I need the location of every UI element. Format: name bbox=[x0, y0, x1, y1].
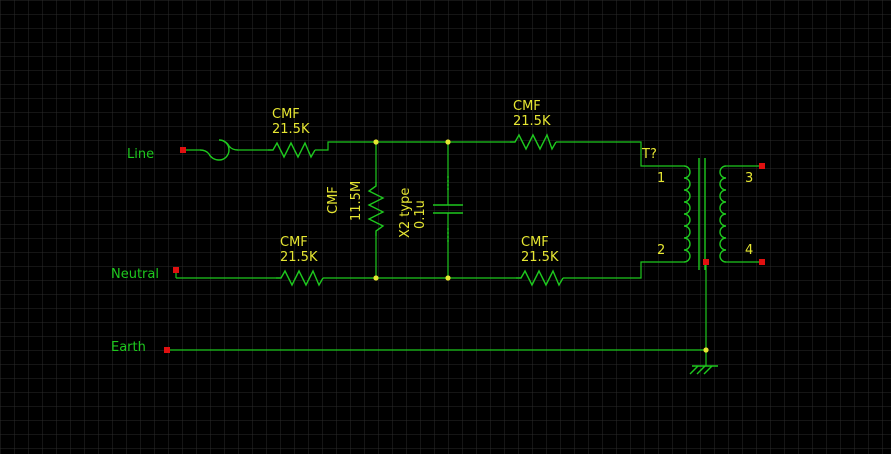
junction-dot bbox=[703, 347, 709, 353]
transformer-pin1: 1 bbox=[657, 171, 665, 186]
junction-dot bbox=[445, 275, 451, 281]
port-pin3[interactable] bbox=[759, 163, 765, 169]
transformer[interactable] bbox=[655, 158, 727, 270]
transformer-primary-coil bbox=[683, 165, 691, 263]
r-shunt-type: CMF bbox=[326, 186, 341, 214]
r-top-right-value: 21.5K bbox=[513, 114, 551, 129]
wire-top-right-to-transformer bbox=[556, 141, 655, 167]
ports bbox=[164, 147, 765, 353]
port-transformer-core[interactable] bbox=[703, 259, 709, 265]
transformer-pin2: 2 bbox=[657, 243, 665, 258]
junction-dot bbox=[445, 139, 451, 145]
r-bottom-right-type: CMF bbox=[521, 235, 549, 250]
r-line-value: 21.5K bbox=[272, 122, 310, 137]
resistor-shunt[interactable] bbox=[367, 182, 385, 236]
net-label-line: Line bbox=[127, 147, 154, 162]
port-neutral[interactable] bbox=[173, 267, 179, 273]
r-shunt-value: 11.5M bbox=[349, 181, 364, 221]
junction-dot bbox=[373, 139, 379, 145]
net-label-earth: Earth bbox=[111, 340, 146, 355]
fuse-icon[interactable] bbox=[199, 139, 239, 161]
wire-resistor-to-top-bus bbox=[315, 141, 376, 151]
net-label-neutral: Neutral bbox=[111, 267, 159, 282]
wires bbox=[167, 141, 762, 366]
port-line[interactable] bbox=[180, 147, 186, 153]
port-pin4[interactable] bbox=[759, 259, 765, 265]
cap-value: 0.1u bbox=[413, 200, 428, 229]
resistor-neutral[interactable] bbox=[276, 269, 324, 287]
r-neutral-value: 21.5K bbox=[280, 250, 318, 265]
junction-dot bbox=[373, 275, 379, 281]
transformer-pin4: 4 bbox=[745, 243, 753, 258]
resistor-line[interactable] bbox=[268, 141, 316, 159]
r-top-right-type: CMF bbox=[513, 99, 541, 114]
capacitor-x2[interactable] bbox=[433, 176, 463, 242]
wire-bottom-right-to-transformer bbox=[563, 261, 655, 279]
resistor-top-right[interactable] bbox=[510, 133, 557, 151]
resistor-bottom-right[interactable] bbox=[516, 269, 564, 287]
port-earth[interactable] bbox=[164, 347, 170, 353]
r-neutral-type: CMF bbox=[280, 235, 308, 250]
ground-icon bbox=[689, 365, 718, 375]
cap-type: X2 type bbox=[398, 188, 413, 238]
transformer-pin3: 3 bbox=[745, 171, 753, 186]
transformer-ref: T? bbox=[641, 147, 657, 162]
junctions bbox=[373, 139, 709, 353]
r-line-type: CMF bbox=[272, 107, 300, 122]
r-bottom-right-value: 21.5K bbox=[521, 250, 559, 265]
transformer-secondary-coil bbox=[719, 165, 727, 263]
